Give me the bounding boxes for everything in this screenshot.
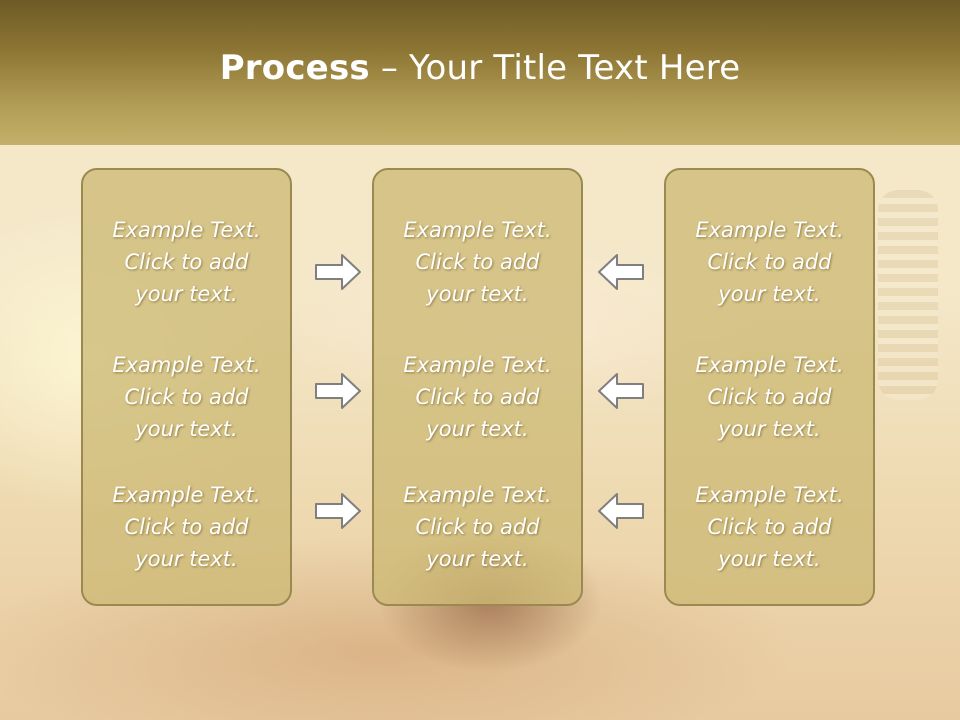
text-box-left[interactable]: Example Text. Click to add your text. Ex…: [81, 168, 292, 606]
text-placeholder[interactable]: Example Text. Click to add your text.: [695, 483, 844, 571]
arrow-left-icon: [598, 254, 644, 290]
arrow-left-icon: [598, 493, 644, 529]
arrow-right-icon: [315, 373, 361, 409]
text-placeholder[interactable]: Example Text. Click to add your text.: [695, 353, 844, 441]
title-bold-text: Process: [219, 47, 370, 88]
background-watch-strap: [878, 190, 938, 400]
text-placeholder[interactable]: Example Text. Click to add your text.: [403, 218, 552, 306]
text-placeholder[interactable]: Example Text. Click to add your text.: [112, 218, 261, 306]
title-bar: Process – Your Title Text Here: [0, 0, 960, 145]
text-box-middle[interactable]: Example Text. Click to add your text. Ex…: [372, 168, 583, 606]
arrow-right-icon: [315, 254, 361, 290]
arrow-left-icon: [598, 373, 644, 409]
arrow-right-icon: [315, 493, 361, 529]
title-rest-text: – Your Title Text Here: [369, 47, 741, 88]
text-placeholder[interactable]: Example Text. Click to add your text.: [112, 483, 261, 571]
text-box-right[interactable]: Example Text. Click to add your text. Ex…: [664, 168, 875, 606]
text-placeholder[interactable]: Example Text. Click to add your text.: [403, 483, 552, 571]
text-placeholder[interactable]: Example Text. Click to add your text.: [112, 353, 261, 441]
text-placeholder[interactable]: Example Text. Click to add your text.: [403, 353, 552, 441]
slide-title[interactable]: Process – Your Title Text Here: [220, 48, 741, 88]
text-placeholder[interactable]: Example Text. Click to add your text.: [695, 218, 844, 306]
